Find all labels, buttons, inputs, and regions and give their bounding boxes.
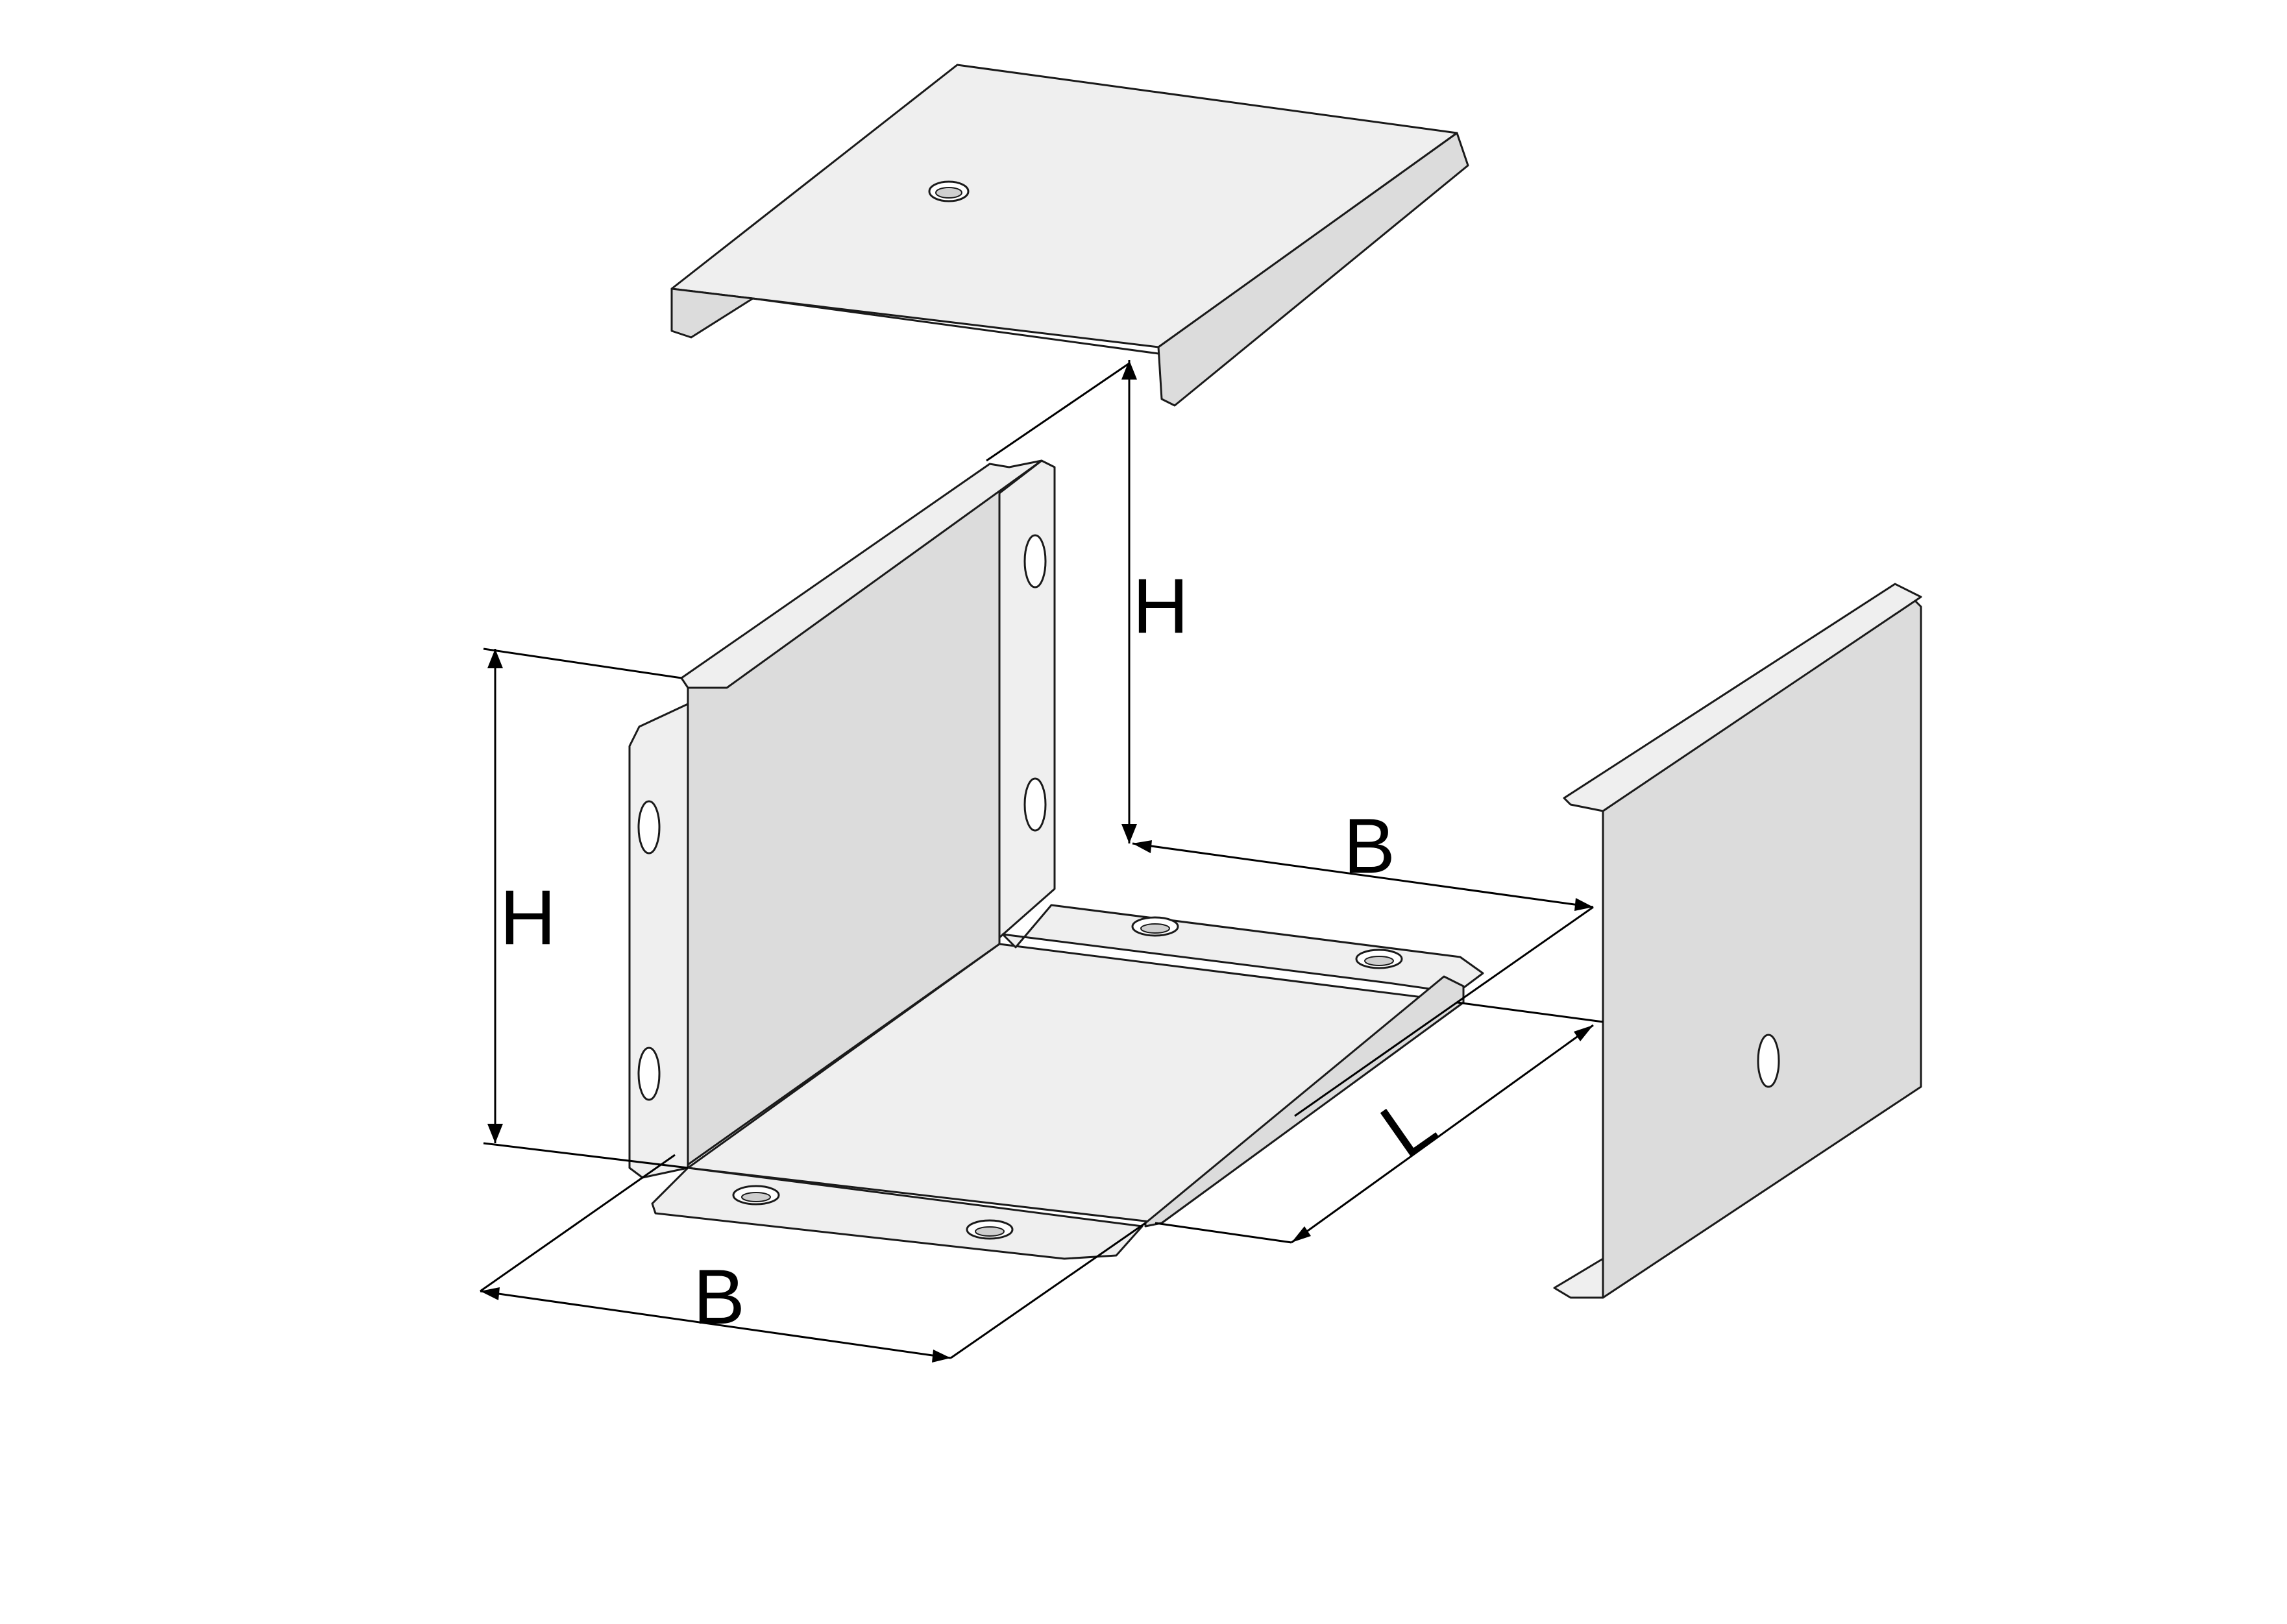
left-wall-hole-2 <box>637 1047 661 1101</box>
dimension-width-right: B <box>1132 803 1594 1117</box>
left-wall-hole-1 <box>637 800 661 854</box>
dim-label-length: L <box>1365 1078 1451 1174</box>
left-wall-hole-3 <box>1023 534 1047 588</box>
dimension-height-top: H <box>986 360 1189 843</box>
top-cover <box>670 64 1469 407</box>
right-end-panel <box>1553 583 1922 1299</box>
left-wall-hole-4 <box>1023 777 1047 832</box>
dimension-width-front: B <box>480 1154 1146 1363</box>
end-panel-hole <box>1757 1034 1780 1088</box>
dim-label-height-top: H <box>1132 563 1189 649</box>
dimension-height-left: H <box>483 648 689 1169</box>
dim-label-height-left: H <box>500 874 556 961</box>
dim-label-width-right: B <box>1343 803 1395 890</box>
left-side-wall <box>628 459 1056 1179</box>
bottom-tray <box>651 904 1484 1260</box>
dim-label-width-front: B <box>693 1254 745 1340</box>
